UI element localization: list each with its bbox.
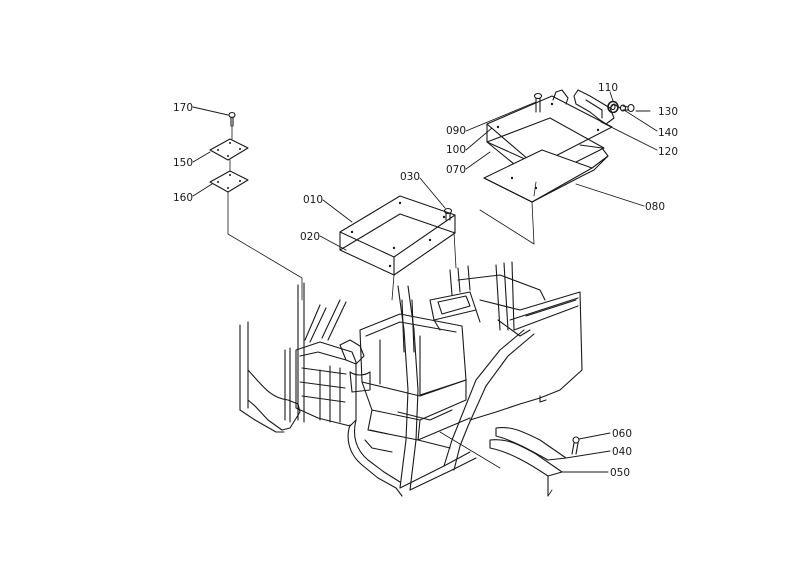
cover-plate-150 [209,138,249,161]
nut-140 [619,104,627,112]
screw-060 [571,436,580,455]
callout-120: 120 [658,146,678,158]
callout-100: 100 [446,144,466,156]
screw-170 [228,111,236,127]
bolt-090 [533,92,543,113]
callout-130: 130 [658,106,678,118]
callout-050: 050 [610,467,630,479]
leader-lines [192,91,658,473]
step-mat-040 [495,426,567,461]
cab-frame [239,261,583,497]
callout-040: 040 [612,446,632,458]
callout-010: 010 [303,194,323,206]
callout-060: 060 [612,428,632,440]
callout-090: 090 [446,125,466,137]
callout-110: 110 [598,82,618,94]
callout-070: 070 [446,164,466,176]
callout-020: 020 [300,231,320,243]
bolt-030 [443,207,453,221]
cover-080 [483,144,609,203]
callout-140: 140 [658,127,678,139]
callout-150: 150 [173,157,193,169]
step-mat-050 [489,439,563,497]
floor-mat-020 [339,213,456,276]
callout-080: 080 [645,201,665,213]
callout-030: 030 [400,171,420,183]
washer-110 [607,100,619,114]
callout-160: 160 [173,192,193,204]
gasket-plate-160 [209,170,249,193]
callout-170: 170 [173,102,193,114]
